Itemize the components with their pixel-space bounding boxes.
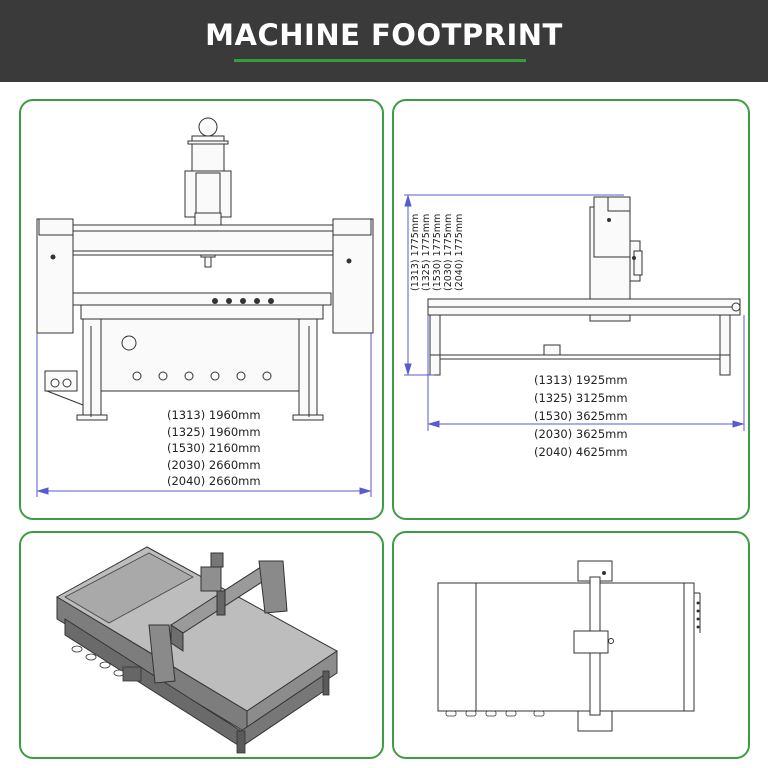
front-view-drawing xyxy=(36,117,374,497)
page-title: MACHINE FOOTPRINT xyxy=(205,18,563,52)
front-view-dimensions: (1313) 1960mm (1325) 1960mm (1530) 2160m… xyxy=(167,407,261,490)
isometric-drawing xyxy=(56,546,338,754)
side-view-height-dimensions: (1313) 1775mm (1325) 1775mm (1530) 1775m… xyxy=(410,214,465,291)
front-dimension-2030: (2030) 2660mm xyxy=(167,457,261,472)
side-view-length-dimensions: (1313) 1925mm (1325) 3125mm (1530) 3625m… xyxy=(534,371,628,461)
front-dimension-1325: (1325) 1960mm xyxy=(167,424,261,439)
title-underline xyxy=(234,59,526,62)
height-dimension-1325: (1325) 1775mm xyxy=(421,213,432,291)
front-view-panel: (1313) 1960mm (1325) 1960mm (1530) 2160m… xyxy=(19,99,384,520)
top-view-panel xyxy=(392,531,750,759)
length-dimension-1530: (1530) 3625mm xyxy=(534,409,628,423)
height-dimension-2040: (2040) 1775mm xyxy=(454,213,465,291)
side-view-drawing xyxy=(404,194,745,431)
length-dimension-2030: (2030) 3625mm xyxy=(534,427,628,441)
front-dimension-2040: (2040) 2660mm xyxy=(167,474,261,488)
length-dimension-1313: (1313) 1925mm xyxy=(534,373,628,387)
side-view-panel: (1313) 1775mm (1325) 1775mm (1530) 1775m… xyxy=(392,99,750,520)
length-dimension-2040: (2040) 4625mm xyxy=(534,445,628,459)
front-dimension-1530: (1530) 2160mm xyxy=(167,441,261,455)
height-dimension-1530: (1530) 1775mm xyxy=(432,213,443,291)
header-banner: MACHINE FOOTPRINT xyxy=(0,0,768,82)
front-dimension-1313: (1313) 1960mm xyxy=(167,408,261,422)
height-dimension-2030: (2030) 1775mm xyxy=(443,213,454,291)
length-dimension-1325: (1325) 3125mm xyxy=(534,391,628,405)
isometric-view-panel xyxy=(19,531,384,759)
height-dimension-1313: (1313) 1775mm xyxy=(410,213,421,291)
top-view-drawing xyxy=(437,560,701,732)
